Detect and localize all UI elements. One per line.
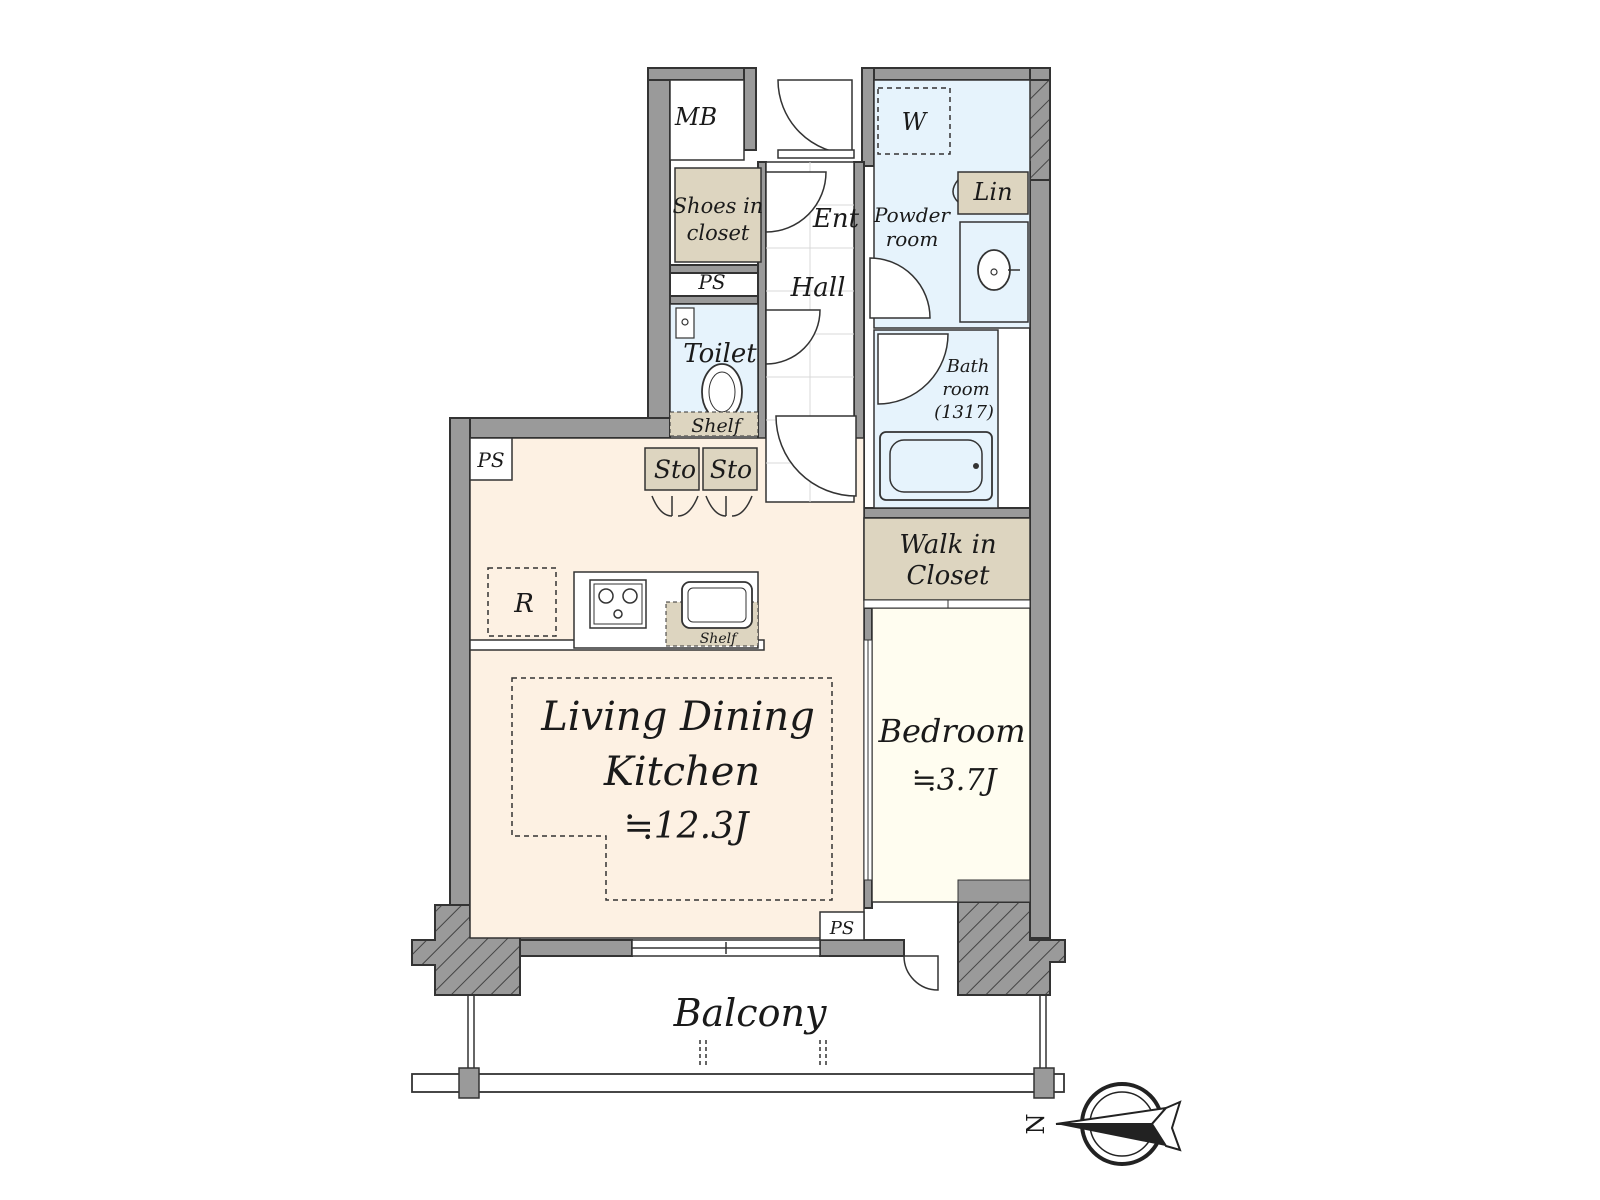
bathtub-icon <box>879 431 993 501</box>
linen-door-icon <box>952 179 959 203</box>
powder-room-label-line1: Powder <box>873 203 951 227</box>
windows <box>631 599 1031 957</box>
north-label: N <box>1022 1114 1050 1135</box>
balcony-label: Balcony <box>673 991 827 1035</box>
wall-segment <box>647 67 749 81</box>
toilet-icon <box>675 307 743 421</box>
linen-label: Lin <box>972 178 1012 206</box>
north-compass-icon <box>1055 1082 1182 1166</box>
entrance-label: Ent <box>812 204 860 234</box>
bathroom-door-icon <box>877 333 949 405</box>
entrance-door-icon <box>777 79 853 155</box>
wall-segment <box>669 295 759 305</box>
bedroom-label: Bedroom <box>877 712 1025 750</box>
ps-label-top: PS <box>697 270 725 294</box>
ps-label-bottom: PS <box>829 918 854 939</box>
doors <box>651 79 959 991</box>
room-ps-living <box>469 437 513 481</box>
sink-icon <box>681 581 753 629</box>
washer-label: W <box>902 108 929 136</box>
powder-room-label-line2: room <box>886 227 939 251</box>
room-ps-bottom <box>819 911 865 941</box>
washer-space <box>877 87 951 155</box>
wall-segment <box>819 939 905 957</box>
mb-label: MB <box>674 103 717 131</box>
wall-segment <box>449 417 471 909</box>
wall-segment <box>861 67 875 167</box>
wall-segment <box>449 417 671 439</box>
kitchen-shelf-label: Shelf <box>700 631 739 647</box>
wall-segment <box>957 879 1031 903</box>
toilet-label: Toilet <box>683 339 757 369</box>
shoes-closet-label-line1: Shoes in <box>673 194 764 218</box>
storage-door-icon <box>705 495 753 517</box>
ldk-rug <box>511 677 833 901</box>
storage-1-label: Sto <box>654 455 696 484</box>
storage-2-label: Sto <box>710 455 752 484</box>
wall-segment <box>1029 67 1051 939</box>
walk-in-closet-label-line1: Walk in <box>899 530 996 560</box>
refrigerator-space <box>487 567 557 637</box>
room-shoes-closet <box>674 167 762 263</box>
toilet-door-icon <box>765 309 821 365</box>
ldk-size-label: ≒12.3J <box>624 806 751 847</box>
hall-label: Hall <box>790 273 846 303</box>
room-linen <box>957 171 1029 215</box>
room-living-dining-kitchen <box>469 437 865 939</box>
room-bedroom <box>871 607 1031 903</box>
bedroom-size-label: ≒3.7J <box>912 763 999 798</box>
bedroom-balcony-door-icon <box>903 955 939 991</box>
room-mb <box>669 79 745 161</box>
toilet-shelf-label: Shelf <box>691 415 744 437</box>
bathroom-label-line3: (1317) <box>934 402 994 423</box>
washbasin-icon <box>977 249 1020 291</box>
walk-in-closet-label-line2: Closet <box>906 561 990 591</box>
entrance-threshold <box>777 149 855 159</box>
ldk-label-line1: Living Dining <box>540 694 815 740</box>
fixtures <box>469 87 1020 901</box>
bathroom-label-line1: Bath <box>946 356 990 377</box>
balcony-railing <box>411 1073 1065 1093</box>
wall-segment <box>519 939 633 957</box>
toilet-shelf <box>669 411 759 437</box>
shoes-closet-label-line2: closet <box>687 221 750 245</box>
powder-room-door-icon <box>869 257 931 319</box>
labels: MB W Shoes in closet Ent Powder room Lin… <box>476 103 1050 1135</box>
wall-hatch <box>957 901 1066 996</box>
ldk-label-line2: Kitchen <box>603 749 760 795</box>
closet-sliding-door <box>863 599 1031 609</box>
balcony <box>411 995 1065 1099</box>
room-walk-in-closet <box>863 517 1031 601</box>
room-storage-2 <box>702 447 758 491</box>
wall-segment <box>861 67 1051 81</box>
bathroom-label-line2: room <box>942 379 989 400</box>
storage-door-icon <box>651 495 699 517</box>
room-storage-1 <box>644 447 700 491</box>
wall-segment <box>863 507 1031 519</box>
ldk-door-icon <box>775 415 857 497</box>
shoes-closet-door-icon <box>765 171 827 233</box>
ps-label-living: PS <box>476 448 504 472</box>
wall-segment <box>647 67 671 419</box>
wall-segment <box>743 67 757 151</box>
refrigerator-label: R <box>513 589 534 619</box>
stove-icon <box>589 579 647 629</box>
